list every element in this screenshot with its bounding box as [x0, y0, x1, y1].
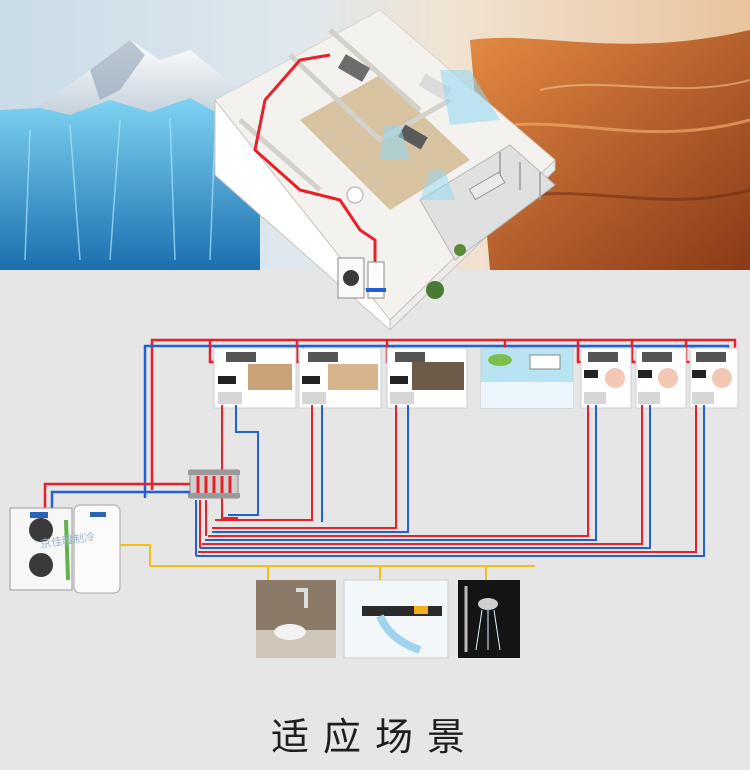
indoor-unit-6	[635, 347, 687, 409]
indoor-unit-7	[689, 347, 739, 409]
hero-illustration	[0, 0, 750, 330]
snow-mountain-icon	[20, 40, 270, 130]
indoor-unit-3	[386, 347, 468, 409]
page-title: 适应场景	[270, 715, 479, 759]
heat-pump-icon	[9, 507, 73, 591]
ice-wall	[0, 98, 260, 270]
tap-icon	[256, 580, 336, 658]
hot-pipe-house	[253, 53, 377, 280]
air-handler-icon	[226, 352, 256, 362]
indoor-unit-5	[580, 347, 632, 409]
indoor-unit-4	[480, 347, 574, 409]
piping-diagram	[9, 338, 739, 659]
manifold-icon	[188, 469, 240, 499]
shower-icon	[458, 580, 520, 658]
indoor-unit-2	[298, 347, 382, 409]
water-tank-icon	[73, 504, 121, 594]
basin-faucet-icon	[343, 579, 449, 659]
indoor-unit-1	[213, 347, 297, 409]
glacier-scene	[0, 40, 270, 270]
house-cutaway	[214, 9, 556, 330]
